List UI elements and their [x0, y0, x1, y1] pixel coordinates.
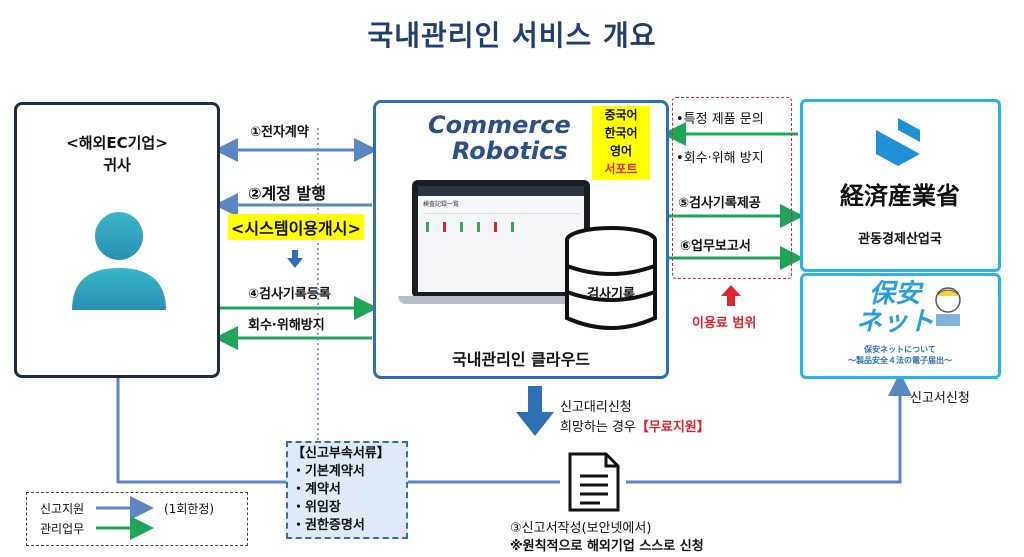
- list-item: ・계약서: [292, 482, 341, 497]
- laptop-base: [398, 296, 604, 304]
- page-title: 국내관리인 서비스 개요: [367, 19, 657, 52]
- laptop-screen: 検査記録一覧: [412, 180, 590, 298]
- recall-label: •회수·위해 방지: [676, 151, 764, 166]
- register-label: ④검사기록등록: [248, 287, 331, 302]
- proxy-free-line: 희망하는 경우【무료지원】: [560, 420, 710, 435]
- legend-blue-arrow: [96, 496, 154, 520]
- attached-docs-list: 【신고부속서류】 ・기본계약서 ・계약서 ・위임장 ・권한증명서: [292, 445, 390, 535]
- legend-green-label: 관리업무: [40, 522, 85, 536]
- mascot-icon: [935, 287, 961, 326]
- commerce-logo: Commerce Robotics: [428, 111, 571, 165]
- prevent-label: 회수·위해방지: [248, 318, 325, 333]
- bottom-flow-line: [116, 378, 560, 484]
- legend-blue-label: 신고지원: [40, 502, 85, 516]
- usage-label: 이용료 범위: [692, 316, 757, 331]
- document-icon: [568, 452, 620, 512]
- ministry-logo-icon: [876, 118, 920, 166]
- apply-flow-line: [626, 372, 912, 484]
- proxy-request-label: 신고대리신청: [560, 400, 632, 415]
- list-item: ・위임장: [292, 500, 341, 515]
- language-support-badge: 중국어 한국어 영어 서포트: [592, 106, 650, 180]
- attached-docs-box: [286, 441, 408, 539]
- attached-docs-title: 【신고부속서류】: [292, 446, 390, 461]
- list-item: ・권한증명서: [292, 518, 365, 533]
- legend-blue-note: (1회한정): [164, 502, 215, 516]
- ministry-name: 経済産業省: [840, 181, 960, 210]
- report-label: ⑥업무보고서: [680, 239, 751, 254]
- hoannet-box: [800, 273, 1001, 379]
- your-company-label: 귀사: [103, 156, 131, 174]
- self-apply-note: ※원칙적으로 해외기업 스스로 신청: [510, 539, 704, 554]
- person-icon: [72, 212, 166, 310]
- cloud-caption: 국내관리인 클라우드: [451, 350, 591, 369]
- database-icon: [565, 226, 657, 330]
- database-label: 검사기록: [587, 287, 635, 302]
- proxy-down-arrow: [528, 386, 542, 412]
- write-label: ③신고서작성(보안넷에서): [510, 521, 652, 536]
- list-item: ・기본계약서: [292, 464, 365, 479]
- ministry-caption: 관동경제산업국: [858, 232, 942, 247]
- overseas-company-label: <해외EC기업>: [66, 134, 168, 152]
- hoannet-sub2: 〜製品安全４法の電子届出〜: [848, 356, 952, 365]
- inquiry-label: •특정 제품 문의: [676, 112, 764, 127]
- contract-label: ①전자계약: [250, 125, 309, 140]
- system-start-label: <시스템이용개시>: [228, 214, 364, 240]
- hoannet-logo: 保安 ネット: [855, 279, 934, 337]
- hoannet-sub1: 保安ネットについて: [864, 345, 936, 354]
- provide-label: ⑤검사기록제공: [678, 196, 761, 211]
- account-label: ②계정 발행: [248, 184, 326, 203]
- legend-green-arrow: [96, 516, 154, 540]
- usage-range-box: [672, 97, 792, 279]
- legend-box: [26, 492, 248, 546]
- apply-label: 신고서신청: [910, 391, 970, 406]
